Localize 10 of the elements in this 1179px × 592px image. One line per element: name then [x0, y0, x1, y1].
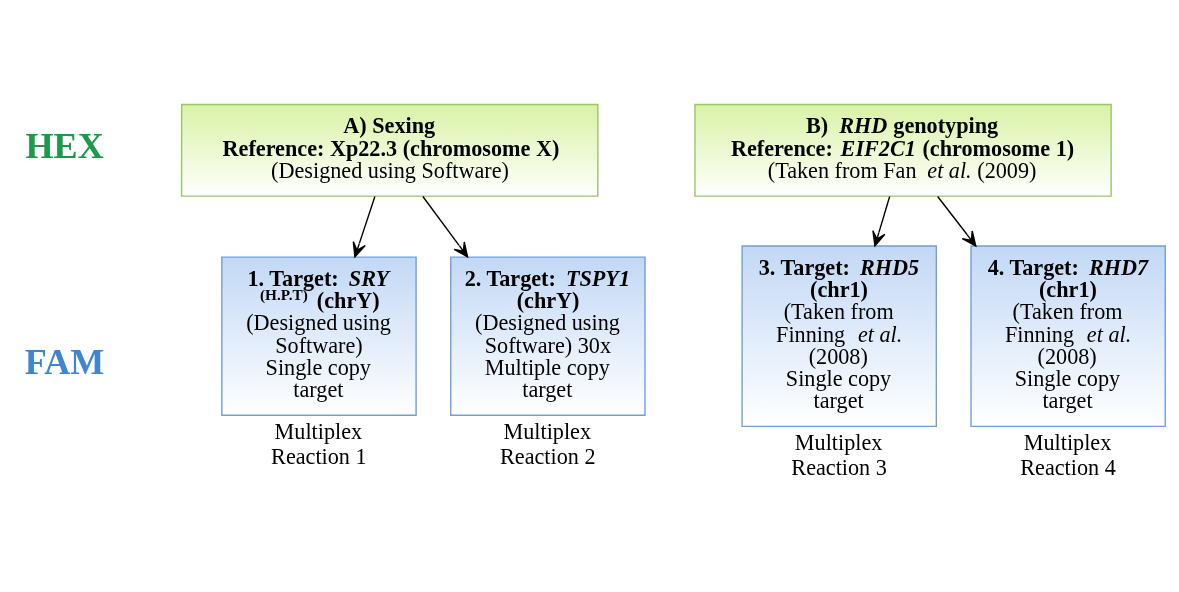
label: FAM [24, 342, 105, 383]
arrow [936, 195, 977, 247]
node-label: Multiplex Reaction 2 [500, 418, 596, 469]
arrow [352, 195, 376, 258]
node-label: Multiplex Reaction 3 [791, 429, 887, 480]
node-label: Multiplex Reaction 4 [1020, 429, 1116, 480]
node-label: Multiplex Reaction 1 [271, 418, 367, 469]
label: HEX [25, 125, 104, 166]
arrow [872, 195, 891, 247]
arrow [422, 195, 469, 258]
